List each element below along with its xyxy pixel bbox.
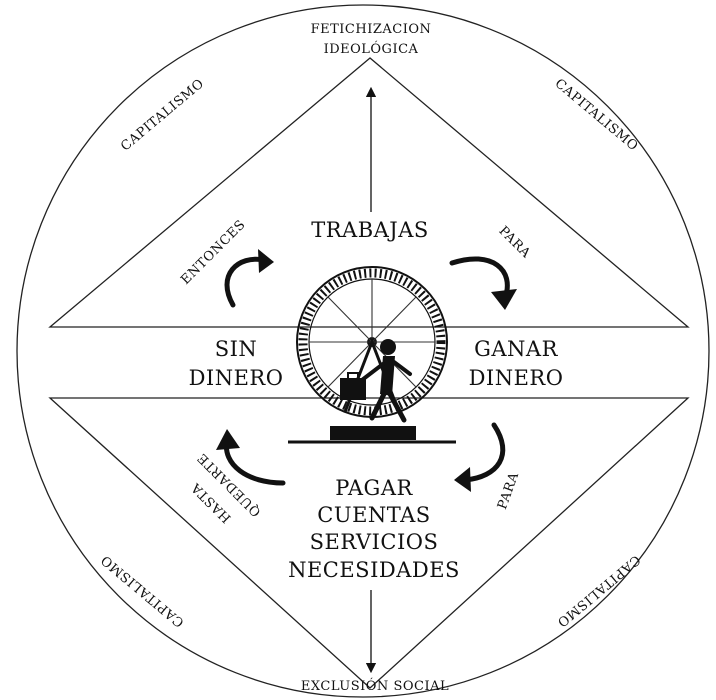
upper-triangle bbox=[48, 57, 690, 328]
curved-arrow-bottom-right bbox=[454, 422, 506, 492]
connector-top-left: ENTONCES bbox=[178, 217, 249, 288]
outer-circle bbox=[16, 4, 710, 698]
top-label-line2: IDEOLÓGICA bbox=[324, 40, 419, 57]
top-label-line1: FETICHIZACION bbox=[311, 22, 432, 37]
connector-top-right: PARA bbox=[496, 224, 534, 262]
curved-arrow-top-right bbox=[449, 256, 517, 310]
connector-bottom-right: PARA bbox=[495, 470, 522, 511]
curved-arrow-bottom-left bbox=[216, 429, 286, 486]
cycle-bottom-line1: PAGAR bbox=[335, 476, 413, 500]
cycle-left-line1: SIN bbox=[215, 337, 258, 361]
cycle-right-line1: GANAR bbox=[474, 337, 558, 361]
corner-label-top-right: CAPITALISMO bbox=[552, 76, 641, 154]
lower-triangle bbox=[48, 397, 690, 689]
cycle-bottom-line4: NECESIDADES bbox=[288, 558, 460, 582]
cycle-top-label: TRABAJAS bbox=[311, 218, 429, 242]
curved-arrow-top-left bbox=[224, 249, 274, 308]
cycle-left-line2: DINERO bbox=[189, 366, 284, 390]
bottom-label: EXCLUSIÓN SOCIAL bbox=[301, 677, 449, 694]
corner-label-bottom-right: CAPITALISMO bbox=[554, 552, 643, 630]
cycle-right-line2: DINERO bbox=[469, 366, 564, 390]
corner-label-top-left: CAPITALISMO bbox=[118, 76, 207, 154]
cycle-bottom-line3: SERVICIOS bbox=[310, 530, 439, 554]
hamster-wheel-worker-icon bbox=[288, 266, 456, 444]
cycle-bottom-line2: CUENTAS bbox=[317, 503, 430, 527]
